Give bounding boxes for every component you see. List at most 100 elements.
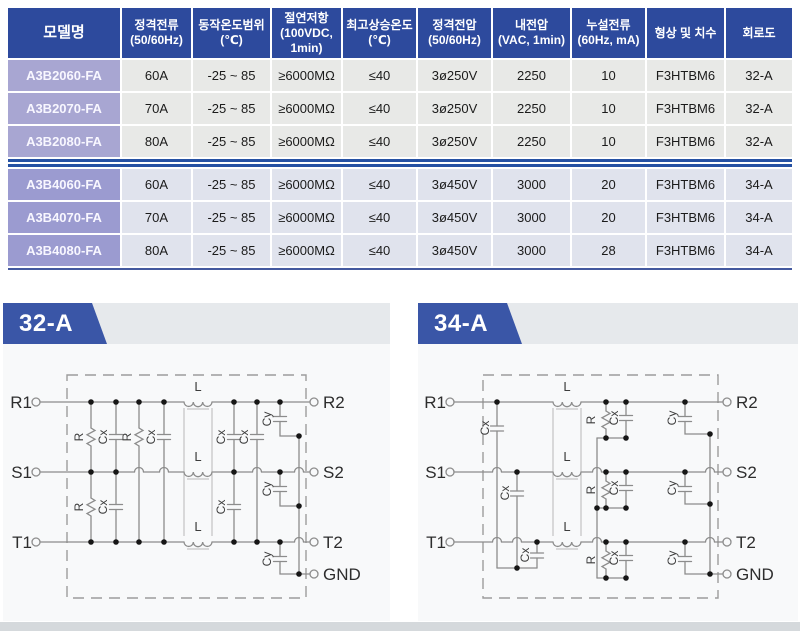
header-cell: 누설전류 (60Hz, mA) bbox=[572, 8, 645, 58]
resistor-symbol bbox=[134, 427, 144, 447]
spec-cell: F3HTBM6 bbox=[647, 60, 724, 91]
spec-cell: ≥6000MΩ bbox=[272, 93, 341, 124]
cy-capacitor-symbol bbox=[272, 485, 288, 493]
cx-label: Cx bbox=[498, 486, 512, 501]
terminal-r1 bbox=[445, 397, 455, 407]
group-separator bbox=[8, 159, 792, 167]
spec-cell: 3ø450V bbox=[418, 202, 491, 233]
terminal-t1 bbox=[445, 537, 455, 547]
header-cell: 형상 및 치수 bbox=[647, 8, 724, 58]
terminal-s1 bbox=[31, 467, 41, 477]
spec-cell: ≥6000MΩ bbox=[272, 202, 341, 233]
terminal-label: T1 bbox=[12, 533, 32, 552]
resistor-label: R bbox=[584, 415, 598, 424]
spec-cell: -25 ~ 85 bbox=[193, 93, 270, 124]
cx-label: Cx bbox=[237, 430, 251, 445]
spec-cell: 2250 bbox=[493, 60, 570, 91]
inductor-symbol bbox=[183, 541, 213, 550]
filter-boundary-dashed-box bbox=[482, 374, 719, 599]
terminal-t1 bbox=[31, 537, 41, 547]
cx-label: Cx bbox=[607, 411, 621, 426]
spec-cell: 3ø450V bbox=[418, 169, 491, 200]
cy-label: Cy bbox=[665, 551, 679, 566]
circuit-32a-schematic: R1 S1 T1 R2 S2 T2 GND L L L R Cx R Cx R … bbox=[10, 374, 361, 599]
junction-dots bbox=[88, 399, 302, 577]
spec-cell: 2250 bbox=[493, 93, 570, 124]
spec-cell: 60A bbox=[122, 60, 191, 91]
terminal-label: R2 bbox=[323, 393, 345, 412]
cy-label: Cy bbox=[665, 481, 679, 496]
spec-cell: 70A bbox=[122, 93, 191, 124]
resistor-label: R bbox=[584, 485, 598, 494]
terminal-s2 bbox=[722, 467, 732, 477]
cx-label: Cx bbox=[96, 500, 110, 515]
spec-cell: -25 ~ 85 bbox=[193, 126, 270, 157]
terminal-r2 bbox=[722, 397, 732, 407]
inductor-label: L bbox=[194, 519, 201, 534]
spec-cell: -25 ~ 85 bbox=[193, 235, 270, 266]
cx-capacitor-symbol bbox=[489, 425, 505, 432]
circuit-badge-32a: 32-A bbox=[3, 303, 107, 344]
terminal-label: S2 bbox=[323, 463, 344, 482]
resistor-symbol bbox=[86, 427, 96, 447]
cx-capacitor-symbol bbox=[618, 414, 634, 422]
spec-cell: 34-A bbox=[726, 235, 792, 266]
page-bottom-strip bbox=[0, 622, 800, 631]
cx-capacitor-symbol bbox=[618, 554, 634, 562]
terminal-label: T2 bbox=[323, 533, 343, 552]
spec-cell: 32-A bbox=[726, 126, 792, 157]
spec-cell: 10 bbox=[572, 126, 645, 157]
badge-strip-34a: 34-A bbox=[418, 303, 798, 344]
cy-label: Cy bbox=[260, 482, 274, 497]
terminal-label: S2 bbox=[736, 463, 757, 482]
inductor-label: L bbox=[563, 519, 570, 534]
spec-cell: 10 bbox=[572, 93, 645, 124]
header-cell: 내전압 (VAC, 1min) bbox=[493, 8, 570, 58]
cx-label: Cx bbox=[607, 481, 621, 496]
spec-cell: -25 ~ 85 bbox=[193, 202, 270, 233]
cy-capacitor-symbol bbox=[272, 555, 288, 563]
spec-cell: ≥6000MΩ bbox=[272, 169, 341, 200]
spec-cell: 80A bbox=[122, 126, 191, 157]
badge-strip-32a: 32-A bbox=[3, 303, 390, 344]
junction-dots bbox=[494, 399, 713, 581]
circuit-badge-34a: 34-A bbox=[418, 303, 522, 344]
spec-cell: 3000 bbox=[493, 169, 570, 200]
cy-capacitor-symbol bbox=[677, 485, 693, 493]
inductor-symbol bbox=[552, 541, 582, 550]
header-cell: 동작온도범위 (℃) bbox=[193, 8, 270, 58]
spec-cell: 10 bbox=[572, 60, 645, 91]
model-cell: A3B2070-FA bbox=[8, 93, 120, 124]
spec-cell: 3000 bbox=[493, 235, 570, 266]
spec-cell: 32-A bbox=[726, 60, 792, 91]
spec-cell: 2250 bbox=[493, 126, 570, 157]
terminal-label: R2 bbox=[736, 393, 758, 412]
cx-label: Cx bbox=[607, 551, 621, 566]
resistor-label: R bbox=[72, 502, 86, 511]
cy-label: Cy bbox=[665, 411, 679, 426]
terminal-label: R1 bbox=[424, 393, 446, 412]
spec-cell: ≤40 bbox=[343, 235, 416, 266]
spec-cell: F3HTBM6 bbox=[647, 235, 724, 266]
cx-label: Cx bbox=[144, 430, 158, 445]
circuit-panel-34a: R1 S1 T1 R2 S2 T2 GND L L L Cx Cx Cx R R… bbox=[418, 344, 798, 621]
spec-cell: 60A bbox=[122, 169, 191, 200]
spec-cell: ≥6000MΩ bbox=[272, 235, 341, 266]
terminal-gnd bbox=[722, 569, 732, 579]
cy-capacitor-symbol bbox=[677, 415, 693, 423]
model-cell: A3B4060-FA bbox=[8, 169, 120, 200]
terminal-label: R1 bbox=[10, 393, 32, 412]
inductor-label: L bbox=[194, 379, 201, 394]
terminal-r2 bbox=[309, 397, 319, 407]
circuit-panel-32a: R1 S1 T1 R2 S2 T2 GND L L L R Cx R Cx R … bbox=[3, 344, 390, 621]
resistor-symbol bbox=[86, 497, 96, 517]
terminal-label: GND bbox=[736, 565, 774, 584]
inductor-label: L bbox=[194, 449, 201, 464]
spec-cell: F3HTBM6 bbox=[647, 126, 724, 157]
cy-capacitor-symbol bbox=[677, 555, 693, 563]
